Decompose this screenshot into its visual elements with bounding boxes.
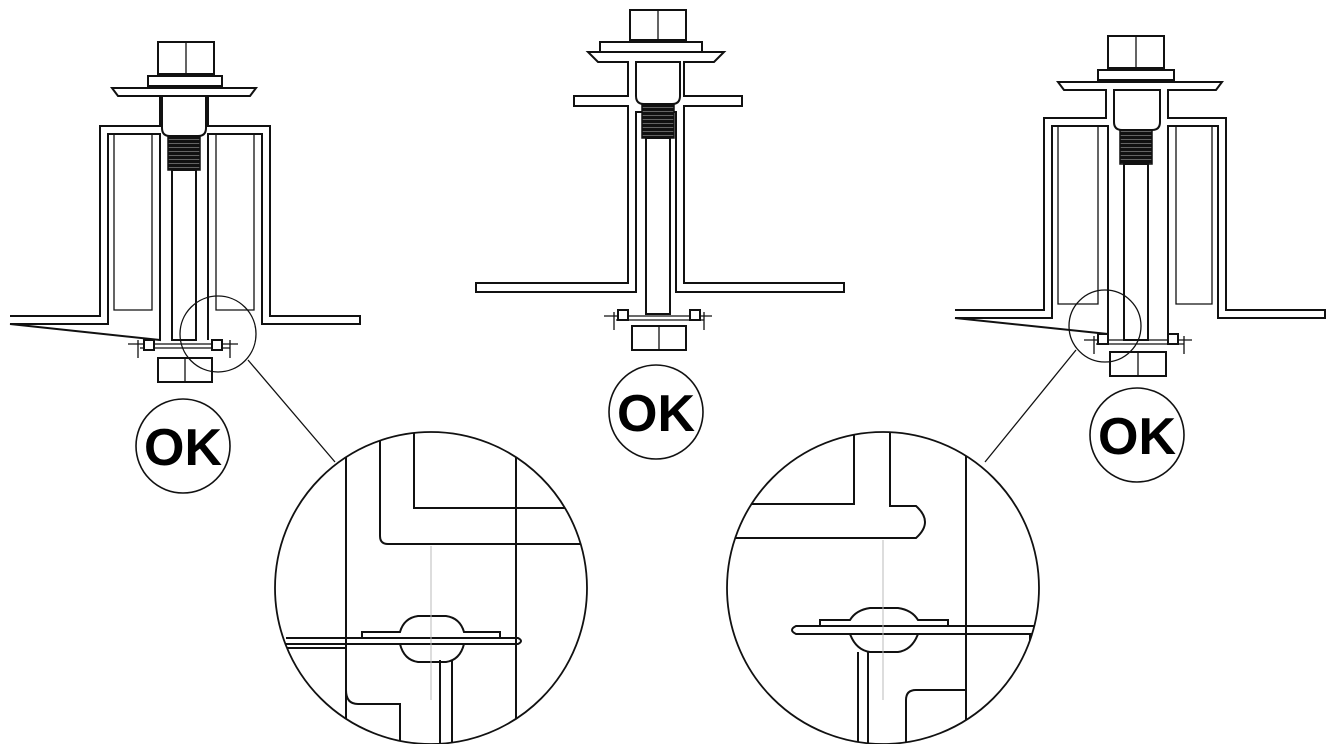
ok-badge-right: OK [1089, 387, 1185, 483]
right-assembly [954, 35, 1326, 463]
ok-badge-center: OK [608, 364, 704, 460]
left-detail-view [274, 431, 588, 744]
left-assembly [9, 41, 361, 463]
ok-label-center: OK [617, 385, 695, 443]
ok-label-right: OK [1098, 408, 1176, 466]
ok-label-left: OK [144, 419, 222, 477]
right-detail-view [726, 431, 1040, 744]
center-assembly [475, 9, 845, 351]
ok-badge-left: OK [135, 398, 231, 494]
